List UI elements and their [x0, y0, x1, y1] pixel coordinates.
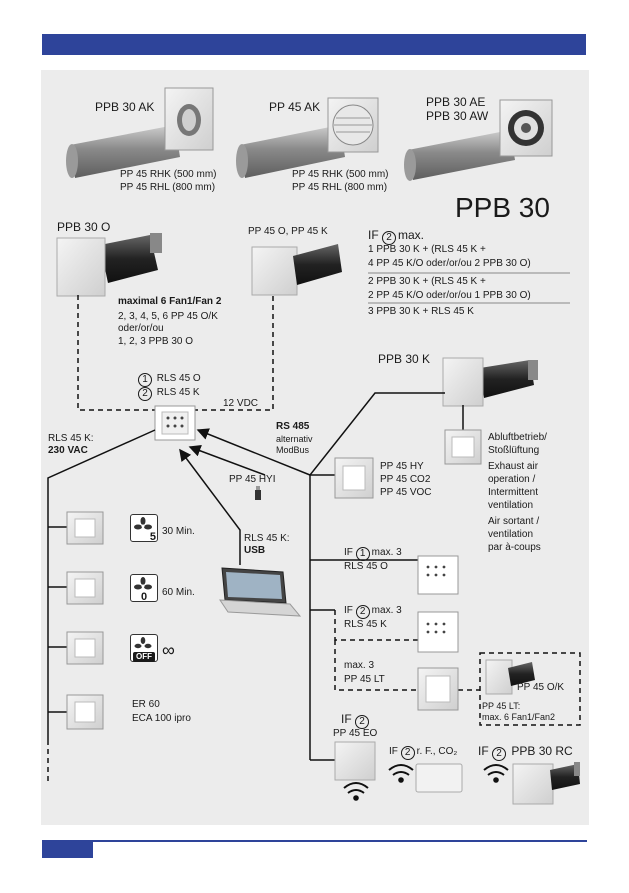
if2-line-4: 2 PP 45 K/O oder/or/ou 1 PPB 30 O) — [368, 290, 531, 301]
if2-line-2: 4 PP 45 K/O oder/or/ou 2 PPB 30 O) — [368, 258, 531, 269]
sensor-rf-co2 — [415, 763, 463, 793]
lt-box-line-2: max. 6 Fan1/Fan2 — [482, 712, 556, 722]
label-eca100: ECA 100 ipro — [132, 713, 191, 724]
unit-ppb30k — [442, 357, 538, 407]
label-pp45eo: PP 45 EO — [333, 728, 378, 739]
grille-ppb30ak — [164, 87, 214, 151]
diagram-panel — [41, 70, 589, 825]
tube-ppb30ae — [404, 130, 515, 181]
sensor-box — [334, 457, 374, 499]
maximal-line-3: 1, 2, 3 PPB 30 O — [118, 336, 194, 347]
label-rhk-1: PP 45 RHK (500 mm) — [120, 169, 217, 180]
label-ppb30aw: PPB 30 AW — [426, 109, 489, 123]
if2-line-5: 3 PPB 30 K + RLS 45 K — [368, 306, 474, 317]
unit-pp45ok — [251, 244, 342, 296]
dashed-tail — [47, 610, 581, 785]
sensor-line-2: PP 45 CO2 — [380, 474, 431, 485]
laptop — [219, 567, 302, 617]
tube-pp45ak — [236, 125, 345, 178]
abluft-line-6: ventilation — [488, 500, 534, 511]
dashed-bus-top — [77, 295, 274, 411]
label-ppb30ae: PPB 30 AE — [426, 95, 486, 109]
abluft-line-4: operation / — [488, 474, 536, 485]
header-bar — [42, 34, 586, 55]
label-ppb30ak: PPB 30 AK — [95, 100, 155, 114]
branch-2-name: RLS 45 K — [344, 619, 387, 630]
usb-stick — [255, 486, 261, 500]
unit-pp45eo — [334, 741, 376, 781]
eo-heading: IF 2 — [341, 712, 371, 729]
footer-tab — [42, 840, 93, 858]
rs485-alternativ: alternativ — [276, 434, 313, 444]
grille-pp45ak — [327, 97, 379, 153]
rls-option-2: 2 RLS 45 K — [138, 387, 200, 401]
label-pp45ak: PP 45 AK — [269, 100, 321, 114]
abluft-line-5: Intermittent — [488, 487, 539, 498]
label-rhl-2: PP 45 RHL (800 mm) — [292, 182, 388, 193]
page-title: PPB 30 — [455, 192, 550, 223]
rc-heading: IF 2 PPB 30 RC — [478, 744, 573, 761]
abluft-line-7: Air sortant / — [488, 516, 540, 527]
branch-1-name: RLS 45 O — [344, 561, 388, 572]
maximal-line-2: oder/or/ou — [118, 323, 164, 334]
branch-controllers — [417, 555, 459, 711]
rls45k-usb-line-1: RLS 45 K: — [244, 533, 290, 544]
branch-3-max: max. 3 — [344, 660, 375, 671]
rs485-label: RS 485 — [276, 421, 310, 432]
rs485-modbus: ModBus — [276, 445, 310, 455]
controller-rls45 — [154, 405, 196, 441]
label-rhk-2: PP 45 RHK (500 mm) — [292, 169, 389, 180]
label-ppb30k: PPB 30 K — [378, 352, 431, 366]
maximal-line-1: 2, 3, 4, 5, 6 PP 45 O/K — [118, 311, 218, 322]
lt-box-line-1: PP 45 LT: — [482, 701, 521, 711]
label-ppb30o: PPB 30 O — [57, 220, 111, 234]
rls45k-usb-line-2: USB — [244, 545, 266, 556]
maximal-title: maximal 6 Fan1/Fan 2 — [118, 296, 222, 307]
timer-30min-label: 30 Min. — [162, 526, 195, 537]
wifi-icon — [343, 764, 509, 801]
solid-wiring — [47, 392, 464, 761]
abluft-line-2: Stoßlüftung — [488, 445, 540, 456]
fan-timer-60-icon: 0 — [130, 574, 158, 603]
label-12vdc: 12 VDC — [223, 398, 259, 409]
branch-3-name: PP 45 LT — [344, 674, 385, 685]
label-rhl-1: PP 45 RHL (800 mm) — [120, 182, 216, 193]
fan-timer-30-icon: 5 — [130, 514, 158, 543]
tube-ppb30ak — [66, 125, 180, 178]
abluft-switch — [444, 429, 482, 465]
timer-60min-label: 60 Min. — [162, 587, 195, 598]
label-pp45ok: PP 45 O, PP 45 K — [248, 226, 328, 237]
abluft-line-8: ventilation — [488, 529, 534, 540]
unit-pp45ok-small — [485, 659, 535, 695]
lt-box-ok: PP 45 O/K — [517, 682, 565, 693]
footer-line — [42, 840, 587, 842]
unit-ppb30rc — [512, 762, 580, 805]
if2-line-1: 1 PPB 30 K + (RLS 45 K + — [368, 244, 486, 255]
sensor-line-1: PP 45 HY — [380, 461, 424, 472]
abluft-line-3: Exhaust air — [488, 461, 539, 472]
if-separators — [368, 272, 570, 304]
infinity-label: ∞ — [162, 640, 175, 660]
abluft-line-9: par à-coups — [488, 542, 541, 553]
fan-off-icon: OFF — [130, 634, 158, 662]
rls45k-230-line-1: RLS 45 K: — [48, 433, 94, 444]
grille-ppb30ae — [499, 99, 553, 157]
label-er60: ER 60 — [132, 699, 160, 710]
abluft-line-1: Abluftbetrieb/ — [488, 432, 547, 443]
if2-line-3: 2 PPB 30 K + (RLS 45 K + — [368, 276, 486, 287]
label-pp45hyi: PP 45 HYI — [229, 474, 276, 485]
rls45k-230-line-2: 230 VAC — [48, 445, 88, 456]
switch-set — [66, 511, 104, 730]
rls-option-1: 1 RLS 45 O — [138, 373, 201, 387]
sensor-line-3: PP 45 VOC — [380, 487, 432, 498]
unit-ppb30o — [56, 233, 162, 297]
